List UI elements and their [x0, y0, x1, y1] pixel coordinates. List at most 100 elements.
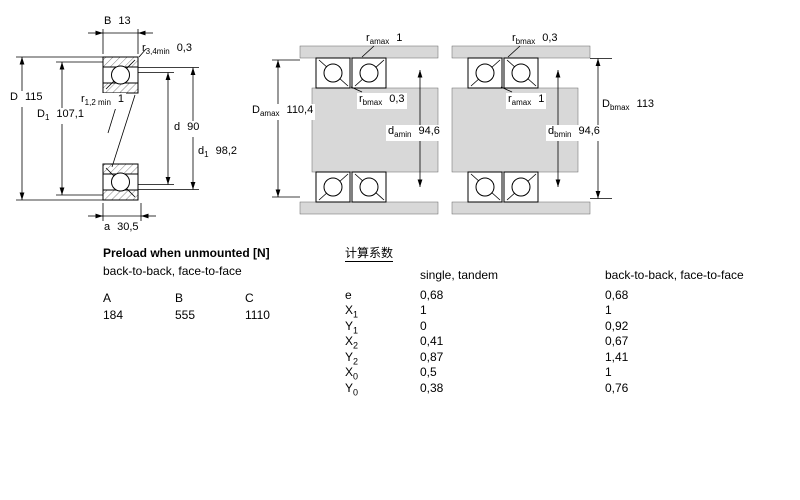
value: 94,6 — [578, 125, 600, 137]
value: 113 — [636, 98, 655, 110]
factor-e-v2: 0,68 — [605, 288, 629, 302]
subscript: 1 — [44, 113, 50, 123]
bearing-balls — [475, 63, 531, 197]
factor-label-x2: X2 — [345, 334, 358, 352]
symbol: X — [345, 334, 354, 348]
dim-corner-radius-r12: r1,2 min 1 — [79, 93, 127, 110]
subscript: bmax — [609, 103, 630, 113]
factors-col2-header: back-to-back, face-to-face — [605, 268, 744, 282]
ring-hatching — [103, 57, 138, 200]
factor-label-e: e — [345, 288, 352, 306]
factor-label-x0: X0 — [345, 365, 358, 383]
symbol: r — [366, 32, 370, 44]
value: 110,4 — [286, 104, 314, 116]
factor-label-y1: Y1 — [345, 319, 358, 337]
dim-d-bmin: dbmin 94,6 — [546, 125, 602, 142]
left-bearing-cross-section — [16, 29, 199, 221]
symbol: d — [548, 125, 555, 137]
factor-label-y2: Y2 — [345, 350, 358, 368]
symbol: X — [345, 365, 354, 379]
subscript: 1,2 min — [84, 98, 111, 108]
dim-width-B: B 13 — [104, 15, 131, 31]
factor-label-y0: Y0 — [345, 381, 358, 399]
dim-r-bmax: rbmax 0,3 — [357, 93, 407, 110]
symbol: d — [198, 145, 205, 157]
factor-x1-v2: 1 — [605, 303, 612, 317]
value: 1 — [117, 93, 125, 105]
value: 1 — [538, 93, 545, 105]
value: 115 — [24, 91, 43, 103]
bearing-balls — [323, 63, 379, 197]
subscript: amax — [511, 98, 532, 108]
subscript: 0 — [353, 387, 359, 398]
factor-x2-v2: 0,67 — [605, 334, 629, 348]
value: 30,5 — [117, 221, 139, 233]
preload-subtitle: back-to-back, face-to-face — [103, 264, 242, 278]
dim-d-amin: damin 94,6 — [386, 125, 442, 142]
value: 94,6 — [418, 125, 440, 137]
preload-col-header-c: C — [245, 291, 254, 305]
factors-col1-header: single, tandem — [420, 268, 499, 282]
dim-pressure-center-a: a 30,5 — [104, 221, 139, 237]
factor-y0-v1: 0,38 — [420, 381, 444, 395]
dim-corner-radius-r34: r3,4min 0,3 — [142, 42, 192, 58]
bearing-ball — [111, 65, 130, 85]
dim-D-bmax: Dbmax 113 — [602, 98, 654, 114]
subscript: 2 — [353, 356, 359, 367]
symbol: D — [10, 91, 18, 103]
dim-outside-diameter-D: D 115 — [8, 91, 45, 108]
symbol: a — [104, 221, 111, 233]
symbol: D — [37, 108, 45, 120]
symbol: d — [174, 121, 181, 133]
factors-title: 计算系数 — [345, 246, 394, 262]
subscript: amax — [259, 109, 280, 119]
subscript: 1 — [353, 309, 359, 320]
preload-title: Preload when unmounted [N] — [103, 246, 270, 260]
factor-x0-v2: 1 — [605, 365, 612, 379]
factor-label-x1: X1 — [345, 303, 358, 321]
dim-r-amax-2: ramax 1 — [506, 93, 547, 110]
subscript: amin — [394, 130, 412, 140]
symbol: r — [81, 93, 85, 105]
factor-x1-v1: 1 — [420, 303, 427, 317]
subscript: amax — [369, 37, 390, 47]
factor-x0-v1: 0,5 — [420, 365, 437, 379]
value: 107,1 — [56, 108, 84, 120]
symbol: r — [359, 93, 363, 105]
bearing-ball — [111, 172, 130, 192]
bearing-boxes — [315, 57, 387, 203]
dim-bore-diameter-d: d 90 — [172, 121, 202, 138]
symbol: e — [345, 288, 352, 302]
value: 90 — [187, 121, 200, 133]
factor-y0-v2: 0,76 — [605, 381, 629, 395]
symbol: Y — [345, 350, 354, 364]
symbol: r — [142, 42, 146, 54]
value: 1 — [396, 32, 403, 44]
symbol: r — [508, 93, 512, 105]
housing-section — [299, 201, 439, 215]
subscript: bmin — [554, 130, 572, 140]
dim-r-amax: ramax 1 — [366, 32, 402, 48]
value: 0,3 — [176, 42, 192, 54]
dimension-lines — [16, 29, 199, 221]
value: 0,3 — [542, 32, 558, 44]
value: 0,3 — [389, 93, 405, 105]
bearing-balls — [111, 65, 130, 192]
value: 13 — [118, 15, 131, 27]
symbol: d — [388, 125, 395, 137]
dim-shoulder-diameter-D1: D1 107,1 — [35, 108, 86, 125]
subscript: 1 — [353, 325, 359, 336]
symbol: D — [602, 98, 610, 110]
symbol: B — [104, 15, 112, 27]
subscript: 0 — [353, 371, 359, 382]
symbol: r — [512, 32, 516, 44]
value: 98,2 — [215, 145, 237, 157]
subscript: bmax — [362, 98, 383, 108]
preload-value-a: 184 — [103, 308, 124, 322]
symbol: Y — [345, 319, 354, 333]
subscript: 3,4min — [145, 47, 170, 57]
subscript: 2 — [353, 340, 359, 351]
